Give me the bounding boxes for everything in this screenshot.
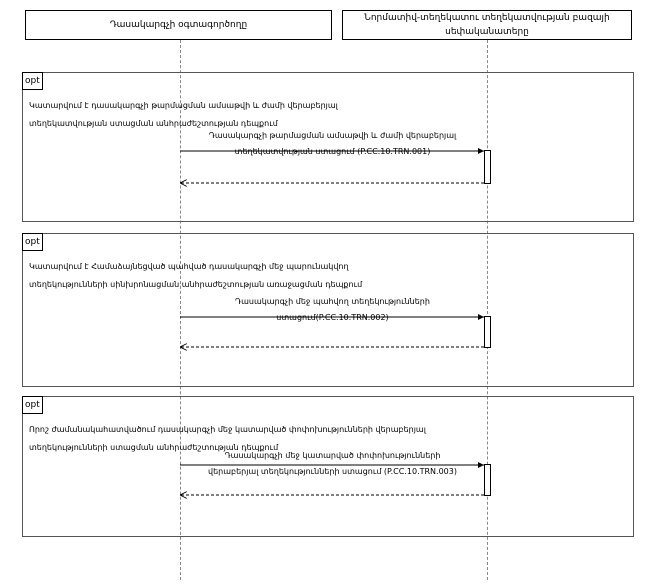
activation-bar [484,316,491,348]
fragment-operator: opt [22,396,43,414]
activation-bar [484,464,491,496]
activation-bar [484,150,491,184]
opt-fragment-1: opt Կատարվում է դասակարգչի թարմացման ամս… [22,72,634,222]
lifeline-reference-db-owner [487,40,488,580]
fragment-guard-condition: Որոշ ժամանակահատվածում դասակարգչի մեջ կա… [29,425,426,452]
fragment-operator: opt [22,233,43,251]
fragment-guard-condition: Կատարվում է դասակարգչի թարմացման ամսաթվի… [29,101,338,128]
opt-fragment-3: opt Որոշ ժամանակահատվածում դասակարգչի մե… [22,396,634,537]
request-message-label: Դասակարգչի մեջ կատարված փոփոխությունների… [208,451,457,476]
participant-classifier-user: Դասակարգչի օգտագործողը [25,10,332,40]
lifeline-classifier-user [180,40,181,580]
participant-reference-db-owner: Նորմատիվ-տեղեկատու տեղեկատվության բազայի… [342,10,632,40]
fragment-guard-condition: Կատարվում է Համաձայնեցված պահված դասակար… [29,262,363,289]
opt-fragment-2: opt Կատարվում է Համաձայնեցված պահված դաս… [22,233,634,387]
participant-label: Դասակարգչի օգտագործողը [109,20,248,30]
fragment-operator: opt [22,72,43,90]
participant-label: Նորմատիվ-տեղեկատու տեղեկատվության բազայի… [364,13,610,37]
